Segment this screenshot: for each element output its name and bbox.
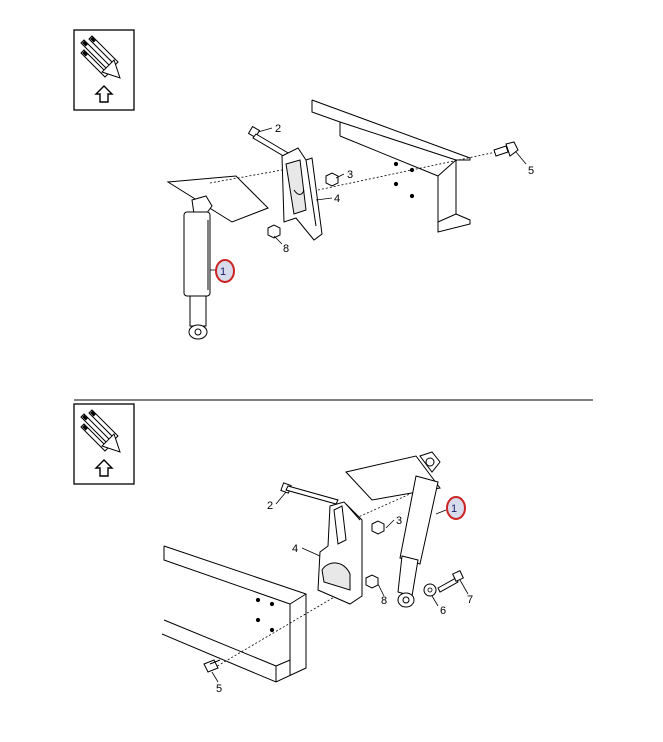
nut-lower <box>365 574 379 589</box>
shock-absorber <box>397 451 441 608</box>
callout-bolt-frame: 5 <box>216 683 222 695</box>
bottom-diagram: 2 3 4 8 6 7 5 1 <box>73 403 473 695</box>
vehicle-front-orientation-icon <box>73 29 135 111</box>
bolt-frame <box>493 141 519 157</box>
callout-bolt-upper: 2 <box>275 123 281 135</box>
mounting-plane <box>166 175 269 223</box>
callout-bolt-upper: 2 <box>267 500 273 512</box>
shock-absorber <box>183 195 213 340</box>
nut-upper <box>371 520 385 535</box>
bracket <box>281 147 323 241</box>
callout-nut-upper: 3 <box>396 515 402 527</box>
bolt-frame <box>203 659 221 673</box>
callout-bracket: 4 <box>292 543 298 555</box>
nut-upper <box>325 172 339 187</box>
callout-shock-absorber: 1 <box>220 266 226 278</box>
callout-shock-absorber: 1 <box>451 503 457 515</box>
nut-lower <box>267 224 281 239</box>
callout-bolt-lower: 7 <box>467 594 473 606</box>
callout-bracket: 4 <box>334 193 340 205</box>
highlight-ring <box>446 496 466 520</box>
highlight-ring <box>215 259 235 283</box>
bolt-lower <box>437 570 464 593</box>
bolt-upper <box>280 482 339 505</box>
callout-washer: 6 <box>440 605 446 617</box>
vehicle-front-orientation-icon <box>73 403 135 485</box>
callout-nut-upper: 3 <box>347 169 353 181</box>
top-diagram: 2 3 4 5 8 1 <box>73 29 534 340</box>
callout-nut-lower: 8 <box>381 595 387 607</box>
callout-nut-lower: 8 <box>283 243 289 255</box>
bracket <box>317 501 363 605</box>
frame-rail <box>311 99 471 233</box>
frame-rail <box>161 545 307 683</box>
callout-bolt-frame: 5 <box>528 165 534 177</box>
